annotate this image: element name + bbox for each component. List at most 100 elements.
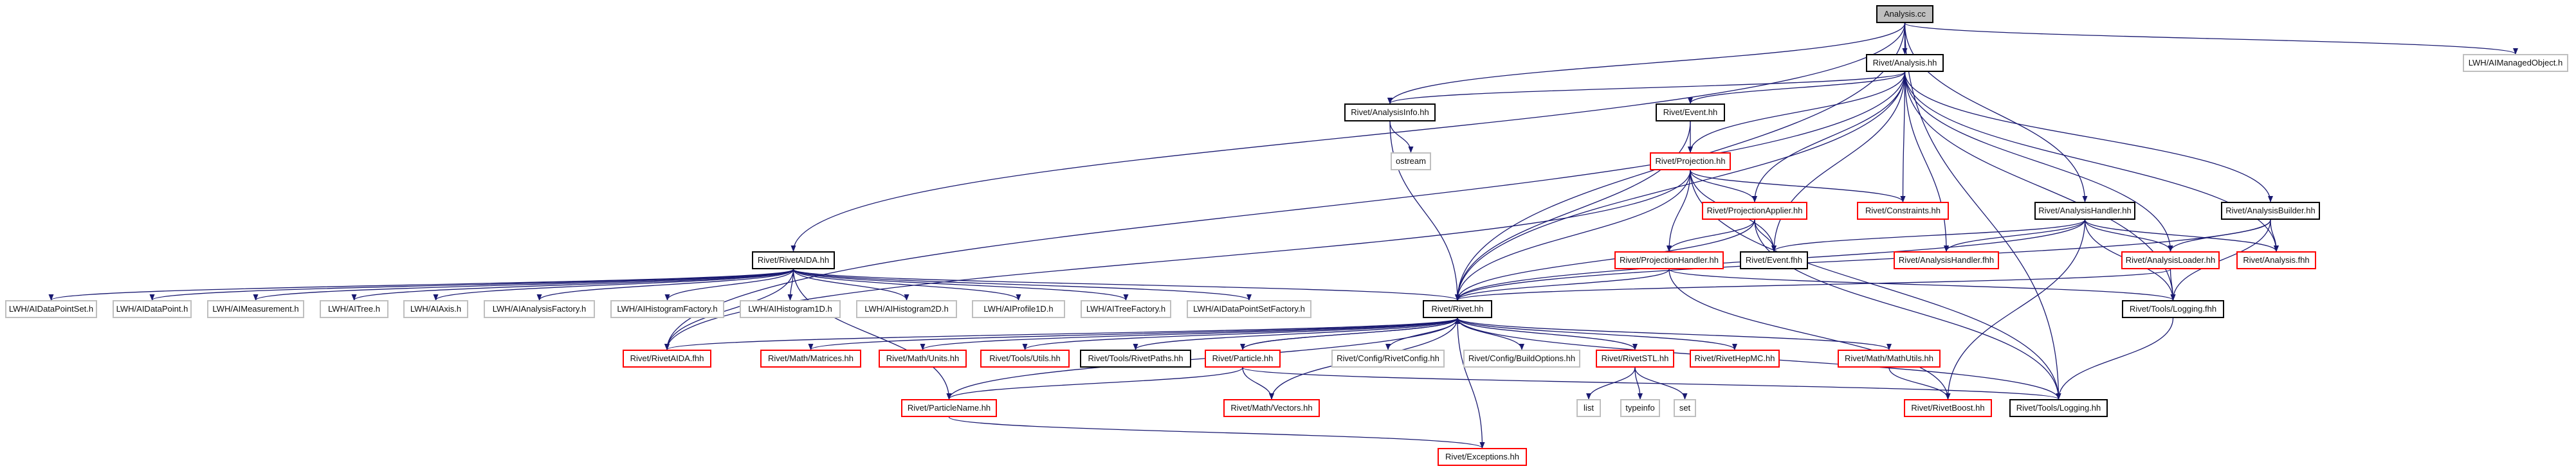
- graph-node-lwh-histogram2d[interactable]: LWH/AIHistogram2D.h: [856, 300, 957, 318]
- graph-node-lwh-axis[interactable]: LWH/AIAxis.h: [403, 300, 468, 318]
- graph-node-rivet-math-vectors-hh[interactable]: Rivet/Math/Vectors.hh: [1223, 399, 1320, 417]
- edge-rivet-projection-hh-to-rivet-projectionapplier-hh: [1690, 170, 1757, 202]
- graph-node-set[interactable]: set: [1674, 399, 1696, 417]
- edge-rivet-rivetaida-hh-to-lwh-histogramfactory: [664, 269, 794, 301]
- graph-node-rivet-particlename-hh[interactable]: Rivet/ParticleName.hh: [901, 399, 997, 417]
- graph-node-rivet-particle-hh[interactable]: Rivet/Particle.hh: [1205, 350, 1281, 368]
- edge-rivet-rivet-hh-to-rivet-math-matrices-hh: [808, 317, 1458, 350]
- edge-rivet-particle-hh-to-rivet-particlename-hh: [946, 367, 1243, 400]
- edge-rivet-rivetaida-hh-to-lwh-measurement: [253, 269, 794, 301]
- graph-node-rivet-analysisbuilder-hh[interactable]: Rivet/AnalysisBuilder.hh: [2221, 202, 2320, 220]
- graph-node-ostream[interactable]: ostream: [1391, 152, 1431, 170]
- edge-rivet-analysishandler-hh-to-rivet-rivetboost-hh: [1945, 219, 2086, 400]
- graph-node-typeinfo[interactable]: typeinfo: [1620, 399, 1660, 417]
- edge-rivet-rivetaida-hh-to-lwh-histogram2d: [792, 269, 909, 301]
- edge-rivet-projectionhandler-hh-to-rivet-rivetboost-hh: [1668, 269, 1951, 400]
- edge-rivet-rivetaida-hh-to-lwh-analysisfactory: [536, 269, 794, 301]
- graph-node-rivet-config-rivetconfig-hh[interactable]: Rivet/Config/RivetConfig.hh: [1331, 350, 1445, 368]
- graph-node-rivet-analysis-fhh[interactable]: Rivet/Analysis.fhh: [2236, 251, 2316, 269]
- graph-node-list[interactable]: list: [1576, 399, 1601, 417]
- graph-node-rivet-analysishandler-fhh[interactable]: Rivet/AnalysisHandler.fhh: [1894, 251, 1999, 269]
- graph-node-rivet-tools-utils-hh[interactable]: Rivet/Tools/Utils.hh: [980, 350, 1070, 368]
- edge-rivet-analysisinfo-hh-to-ostream: [1389, 121, 1414, 153]
- graph-node-rivet-event-hh[interactable]: Rivet/Event.hh: [1656, 103, 1725, 121]
- graph-node-rivet-analysis-hh[interactable]: Rivet/Analysis.hh: [1866, 54, 1944, 72]
- edge-rivet-rivetaida-hh-to-lwh-tree: [351, 269, 794, 301]
- graph-node-lwh-analysisfactory[interactable]: LWH/AIAnalysisFactory.h: [484, 300, 595, 318]
- edge-rivet-rivetstl-hh-to-list: [1586, 367, 1636, 400]
- edge-rivet-event-hh-to-rivet-rivet-hh: [1455, 121, 1691, 301]
- graph-node-rivet-rivetaida-fhh[interactable]: Rivet/RivetAIDA.fhh: [623, 350, 711, 368]
- edge-rivet-rivet-hh-to-rivet-tools-utils-hh: [1022, 317, 1458, 350]
- edge-rivet-projectionapplier-hh-to-rivet-projectionhandler-hh: [1667, 219, 1755, 252]
- graph-node-rivet-exceptions-hh[interactable]: Rivet/Exceptions.hh: [1438, 448, 1527, 466]
- graph-node-rivet-tools-logging-fhh[interactable]: Rivet/Tools/Logging.fhh: [2122, 300, 2224, 318]
- graph-node-lwh-measurement[interactable]: LWH/AIMeasurement.h: [207, 300, 304, 318]
- graph-node-lwh-profile1d[interactable]: LWH/AIProfile1D.h: [972, 300, 1065, 318]
- edge-rivet-analysis-hh-to-rivet-event-fhh: [1771, 71, 1906, 252]
- edge-rivet-projectionapplier-hh-to-rivet-tools-logging-hh: [1754, 219, 2061, 400]
- graph-node-rivet-math-mathutils-hh[interactable]: Rivet/Math/MathUtils.hh: [1838, 350, 1941, 368]
- edge-rivet-rivetaida-hh-to-lwh-datapointset: [48, 269, 794, 301]
- edge-rivet-analysis-hh-to-rivet-analysisinfo-hh: [1387, 71, 1906, 104]
- graph-node-rivet-projectionhandler-hh[interactable]: Rivet/ProjectionHandler.hh: [1614, 251, 1724, 269]
- edge-rivet-rivet-hh-to-rivet-rivetstl-hh: [1457, 317, 1638, 350]
- graph-node-rivet-rivetboost-hh[interactable]: Rivet/RivetBoost.hh: [1904, 399, 1992, 417]
- graph-node-lwh-treefactory[interactable]: LWH/AITreeFactory.h: [1081, 300, 1171, 318]
- edge-rivet-rivet-hh-to-rivet-math-units-hh: [920, 317, 1458, 350]
- graph-node-lwh-tree[interactable]: LWH/AITree.h: [320, 300, 388, 318]
- edge-rivet-analysis-hh-to-rivet-analysisbuilder-hh: [1904, 71, 2273, 202]
- edge-rivet-particle-hh-to-rivet-math-vectors-hh: [1242, 367, 1274, 400]
- graph-node-rivet-math-units-hh[interactable]: Rivet/Math/Units.hh: [879, 350, 967, 368]
- edge-rivet-analysis-hh-to-rivet-analysisloader-hh: [1904, 71, 2173, 252]
- graph-node-rivet-projection-hh[interactable]: Rivet/Projection.hh: [1650, 152, 1731, 170]
- edge-rivet-projectionapplier-hh-to-rivet-rivet-hh: [1455, 219, 1755, 301]
- edge-rivet-rivetstl-hh-to-set: [1634, 367, 1688, 400]
- graph-node-lwh-datapointsetfactory[interactable]: LWH/AIDataPointSetFactory.h: [1187, 300, 1311, 318]
- edge-analysis-cc-to-rivet-analysisinfo-hh: [1387, 22, 1906, 104]
- edge-rivet-analysisbuilder-hh-to-rivet-rivet-hh: [1455, 219, 2271, 301]
- edge-rivet-projectionhandler-hh-to-rivet-tools-logging-fhh: [1668, 269, 2176, 301]
- edge-rivet-tools-logging-fhh-to-rivet-tools-logging-hh: [2056, 317, 2174, 400]
- graph-node-analysis-cc[interactable]: Analysis.cc: [1876, 5, 1933, 23]
- edge-rivet-rivetaida-hh-to-lwh-profile1d: [792, 269, 1021, 301]
- graph-node-rivet-analysishandler-hh[interactable]: Rivet/AnalysisHandler.hh: [2034, 202, 2135, 220]
- graph-node-rivet-analysisloader-hh[interactable]: Rivet/AnalysisLoader.hh: [2121, 251, 2220, 269]
- edge-rivet-projection-hh-to-rivet-rivet-hh: [1455, 170, 1691, 301]
- edge-rivet-math-mathutils-hh-to-rivet-rivetboost-hh: [1888, 367, 1951, 400]
- graph-node-rivet-constraints-hh[interactable]: Rivet/Constraints.hh: [1857, 202, 1949, 220]
- edge-rivet-analysisloader-hh-to-rivet-tools-logging-fhh: [2170, 269, 2176, 301]
- edge-rivet-rivetaida-hh-to-rivet-rivetaida-fhh: [664, 269, 794, 350]
- edge-rivet-rivetstl-hh-to-typeinfo: [1634, 367, 1643, 400]
- edge-rivet-particle-hh-to-rivet-tools-logging-hh: [1242, 367, 2061, 400]
- edge-rivet-projection-hh-to-rivet-rivetaida-fhh: [664, 170, 1691, 350]
- graph-node-lwh-datapointset[interactable]: LWH/AIDataPointSet.h: [5, 300, 97, 318]
- edge-rivet-analysishandler-hh-to-rivet-event-fhh: [1771, 219, 2086, 252]
- graph-node-lwh-histogram1d[interactable]: LWH/AIHistogram1D.h: [740, 300, 841, 318]
- graph-node-rivet-tools-rivetpaths-hh[interactable]: Rivet/Tools/RivetPaths.hh: [1080, 350, 1191, 368]
- edge-rivet-analysis-hh-to-rivet-rivet-hh: [1455, 71, 1906, 301]
- graph-node-rivet-projectionapplier-hh[interactable]: Rivet/ProjectionApplier.hh: [1702, 202, 1807, 220]
- graph-node-rivet-math-matrices-hh[interactable]: Rivet/Math/Matrices.hh: [760, 350, 861, 368]
- graph-node-rivet-analysisinfo-hh[interactable]: Rivet/AnalysisInfo.hh: [1344, 103, 1436, 121]
- graph-node-lwh-datapoint[interactable]: LWH/AIDataPoint.h: [113, 300, 192, 318]
- edge-rivet-analysis-hh-to-rivet-projectionapplier-hh: [1752, 71, 1906, 202]
- graph-node-rivet-rivetstl-hh[interactable]: Rivet/RivetSTL.hh: [1596, 350, 1674, 368]
- edge-rivet-rivet-hh-to-rivet-exceptions-hh: [1457, 317, 1485, 449]
- edge-rivet-particlename-hh-to-rivet-exceptions-hh: [948, 416, 1485, 449]
- graph-node-lwh-managed-object[interactable]: LWH/AIManagedObject.h: [2463, 54, 2568, 72]
- edge-rivet-analysisbuilder-hh-to-rivet-tools-logging-fhh: [2170, 219, 2271, 301]
- graph-node-rivet-config-buildoptions-hh[interactable]: Rivet/Config/BuildOptions.hh: [1463, 350, 1580, 368]
- edge-rivet-analysis-hh-to-rivet-analysishandler-fhh: [1904, 71, 1949, 252]
- graph-node-rivet-tools-logging-hh[interactable]: Rivet/Tools/Logging.hh: [2009, 399, 2108, 417]
- graph-node-rivet-rivetaida-hh[interactable]: Rivet/RivetAIDA.hh: [752, 251, 835, 269]
- edge-rivet-rivet-hh-to-rivet-math-mathutils-hh: [1457, 317, 1892, 350]
- graph-node-rivet-rivet-hh[interactable]: Rivet/Rivet.hh: [1423, 300, 1492, 318]
- graph-node-lwh-histogramfactory[interactable]: LWH/AIHistogramFactory.h: [610, 300, 724, 318]
- edge-rivet-rivetaida-hh-to-lwh-axis: [433, 269, 794, 301]
- edge-rivet-rivetaida-hh-to-lwh-datapoint: [149, 269, 794, 301]
- graph-node-rivet-event-fhh[interactable]: Rivet/Event.fhh: [1740, 251, 1808, 269]
- edge-rivet-analysis-hh-to-rivet-event-hh: [1688, 71, 1906, 104]
- graph-node-rivet-rivethepmc-hh[interactable]: Rivet/RivetHepMC.hh: [1690, 350, 1780, 368]
